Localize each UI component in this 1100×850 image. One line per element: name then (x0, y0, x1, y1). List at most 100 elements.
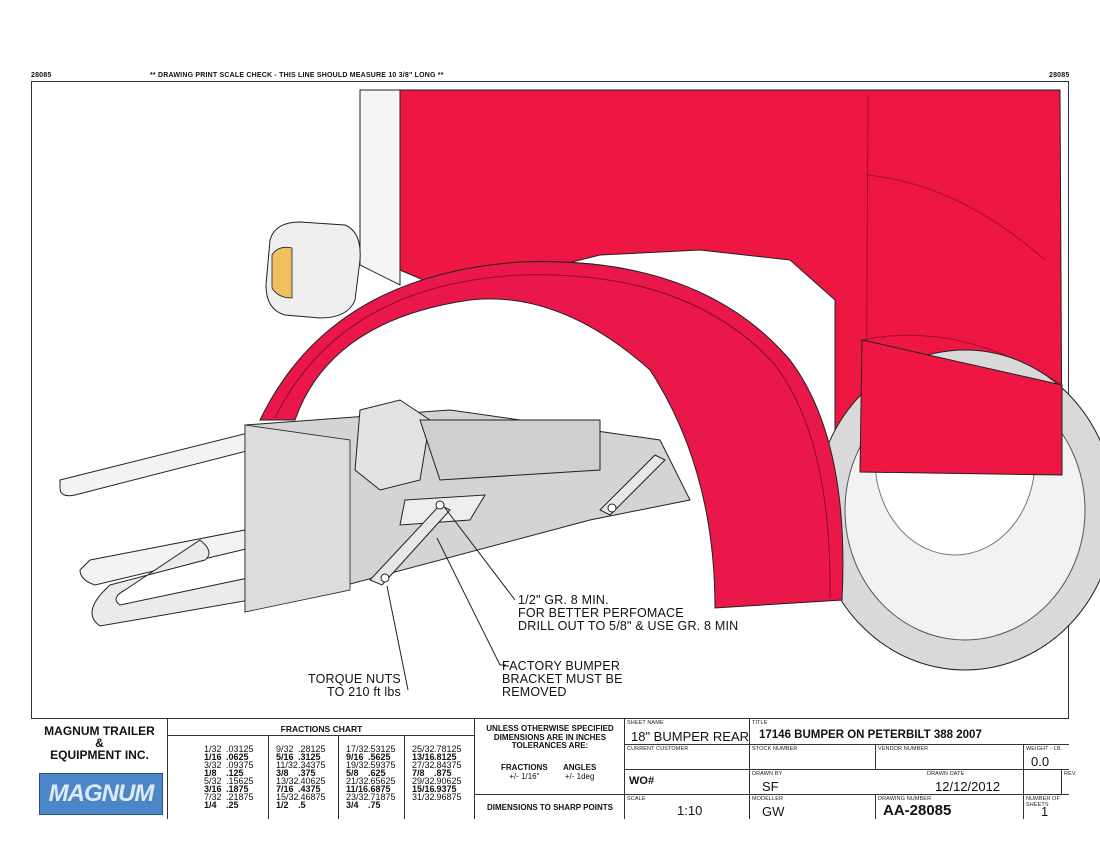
decimal-value: .40625 (298, 776, 326, 786)
tolerance-line2: DIMENSIONS ARE IN INCHES (493, 732, 607, 742)
fraction-value: 25/32 (412, 744, 435, 754)
decimal-value: .9375 (434, 784, 457, 794)
decimal-value: .25 (226, 800, 239, 810)
header-part-id-left: 28085 (31, 72, 52, 79)
fraction-row: 3/32.09375 (204, 760, 254, 770)
scale-label: SCALE (627, 796, 646, 802)
fraction-value: 7/8 (412, 768, 425, 778)
fraction-row: 21/32.65625 (346, 776, 396, 786)
drawn-by-label: DRAWN BY (752, 771, 783, 777)
wo-number-label: WO# (629, 775, 655, 787)
fraction-value: 5/32 (204, 776, 222, 786)
fraction-row: 13/32.40625 (276, 776, 326, 786)
company-name-line3: EQUIPMENT INC. (50, 748, 149, 762)
decimal-value: .65625 (368, 776, 396, 786)
fraction-row: 29/32.90625 (412, 776, 462, 786)
decimal-value: .84375 (434, 760, 462, 770)
fraction-value: 1/8 (204, 768, 217, 778)
fraction-value: 9/16 (346, 752, 364, 762)
decimal-value: .09375 (226, 760, 254, 770)
stock-number-label: STOCK NUMBER (752, 746, 798, 752)
fraction-value: 5/8 (346, 768, 359, 778)
tolerance-line1: UNLESS OTHERWISE SPECIFIED (486, 724, 614, 733)
fraction-row: 5/8 .625 (346, 768, 396, 778)
fraction-value: 11/32 (276, 760, 298, 770)
decimal-value: .96875 (434, 792, 462, 802)
drawing-number-value: AA-28085 (883, 802, 952, 819)
drawing-title: 17146 BUMPER ON PETERBILT 388 2007 (759, 729, 982, 741)
decimal-value: .59375 (368, 760, 396, 770)
decimal-value: .53125 (368, 744, 396, 754)
magnum-logo: MAGNUM (39, 773, 163, 815)
fraction-value: 15/32 (276, 792, 299, 802)
decimal-value: .375 (298, 768, 316, 778)
fraction-value: 13/16 (412, 752, 435, 762)
modeller-value: GW (762, 804, 785, 819)
fraction-row: 25/32.78125 (412, 744, 462, 754)
decimal-value: .34375 (298, 760, 326, 770)
fractions-tol-label: FRACTIONS (501, 763, 548, 772)
sheet-name-label: SHEET NAME (627, 720, 664, 726)
scale-value: 1:10 (677, 803, 703, 818)
sheets-value: 1 (1041, 804, 1049, 819)
fraction-row: 9/16.5625 (346, 752, 396, 762)
decimal-value: .03125 (226, 744, 254, 754)
tolerance-cell: UNLESS OTHERWISE SPECIFIED DIMENSIONS AR… (475, 719, 625, 819)
fraction-row: 31/32.96875 (412, 792, 462, 802)
decimal-value: .625 (368, 768, 386, 778)
fraction-row: 3/4.75 (346, 801, 396, 810)
revision-label: REV. (1064, 771, 1077, 777)
fraction-value: 27/32 (412, 760, 435, 770)
fractions-chart-title: FRACTIONS CHART (280, 724, 363, 734)
fraction-value: 3/8 (276, 768, 289, 778)
fraction-row: 11/16.6875 (346, 784, 396, 794)
fraction-value: 11/16 (346, 784, 369, 794)
company-name-line2: & (95, 736, 104, 750)
fraction-value: 31/32 (412, 792, 435, 802)
fraction-value: 23/32 (346, 792, 369, 802)
decimal-value: .71875 (368, 792, 396, 802)
angles-tol-value: +/- 1deg (564, 772, 595, 781)
decimal-value: .125 (226, 768, 244, 778)
scale-check-note: ** DRAWING PRINT SCALE CHECK - THIS LINE… (150, 72, 444, 79)
fraction-row: 27/32.84375 (412, 760, 462, 770)
drawn-date-label: DRAWN DATE (927, 771, 965, 777)
fraction-row: 15/16.9375 (412, 784, 462, 794)
vendor-number-label: VENDOR NUMBER (878, 746, 929, 752)
fraction-row: 7/8.875 (412, 768, 462, 778)
drawn-date-value: 12/12/2012 (935, 779, 1001, 794)
fraction-row: 3/16.1875 (204, 785, 254, 794)
decimal-value: .15625 (226, 776, 254, 786)
fraction-row: 19/32.59375 (346, 760, 396, 770)
fraction-value: 5/16 (276, 752, 294, 762)
fraction-row: 17/32.53125 (346, 744, 396, 754)
fraction-value: 7/16 (276, 784, 294, 794)
fraction-value: 29/32 (412, 776, 435, 786)
decimal-value: .4375 (298, 784, 321, 794)
fraction-value: 15/16 (412, 784, 435, 794)
fraction-row: 7/16 .4375 (276, 784, 326, 794)
fraction-value: 7/32 (204, 792, 222, 802)
decimal-value: .5 (298, 800, 306, 810)
bolt-grade-note: 1/2" GR. 8 MIN. FOR BETTER PERFOMACE DRI… (518, 593, 739, 633)
factory-bracket-note: FACTORY BUMPER BRACKET MUST BE REMOVED (502, 659, 623, 699)
sheet-name-value: 18" BUMPER REAR (631, 729, 750, 744)
fraction-row: 7/32.21875 (204, 792, 254, 802)
title-block: MAGNUM TRAILER & EQUIPMENT INC. MAGNUM F… (31, 718, 1077, 819)
fraction-row: 1/8 .125 (204, 768, 254, 778)
fraction-row: 23/32.71875 (346, 792, 396, 802)
decimal-value: .78125 (434, 744, 462, 754)
fraction-row: 1/32 .03125 (204, 744, 254, 754)
fraction-row: 3/8 .375 (276, 768, 326, 778)
drawing-number-label: DRAWING NUMBER (878, 796, 932, 802)
fraction-value: 1/16 (204, 752, 222, 762)
fraction-value: 1/32 (204, 744, 222, 754)
fraction-row: 11/32.34375 (276, 760, 326, 770)
fraction-value: 1/4 (204, 800, 217, 810)
decimal-value: .46875 (298, 792, 326, 802)
company-name-line1: MAGNUM TRAILER (44, 724, 155, 738)
fraction-value: 1/2 (276, 800, 289, 810)
